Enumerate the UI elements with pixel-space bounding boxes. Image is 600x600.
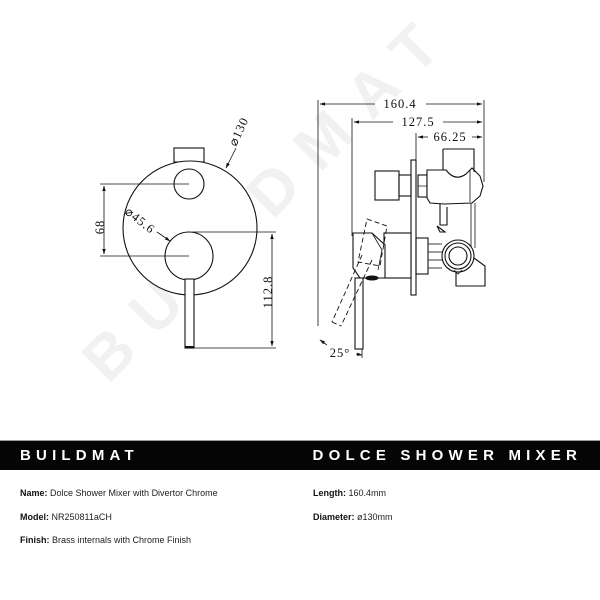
dim-outer-diameter: ⌀130 — [226, 115, 251, 148]
spec-value: Brass internals with Chrome Finish — [52, 535, 192, 545]
spec-column-right: Length: 160.4mm Diameter: ø130mm — [313, 486, 393, 533]
title-bar: BUILDMAT DOLCE SHOWER MIXER — [0, 440, 600, 470]
product-title: DOLCE SHOWER MIXER — [312, 447, 582, 464]
spec-label: Diameter: — [313, 511, 355, 522]
side-view-labels: 160.4 127.5 66.25 25° — [330, 97, 466, 360]
spec-value: Dolce Shower Mixer with Divertor Chrome — [50, 488, 218, 498]
spec-label: Model: — [20, 511, 49, 522]
dim-lever-drop: 112.8 — [261, 276, 275, 309]
mixer-cylinder — [383, 232, 412, 279]
technical-drawing: BUILDMAT — [69, 0, 486, 395]
valve-ring — [441, 239, 475, 273]
spec-value: ø130mm — [357, 511, 393, 522]
spec-value: NR250811aCH — [51, 511, 112, 522]
svg-text:BUILDMAT: BUILDMAT — [69, 0, 468, 395]
spec-label: Finish: — [20, 535, 50, 545]
spec-length: Length: 160.4mm — [313, 486, 393, 510]
front-view — [100, 147, 276, 349]
watermark: BUILDMAT — [69, 0, 468, 395]
diverter-knob-side — [374, 170, 400, 201]
spec-model: Model: NR250811aCH — [20, 510, 218, 534]
lever-rotated-outline — [331, 218, 388, 327]
diverter-stub — [173, 147, 205, 163]
mixer-hub — [352, 232, 386, 279]
spec-name: Name: Dolce Shower Mixer with Divertor C… — [20, 486, 218, 510]
spec-diameter: Diameter: ø130mm — [313, 510, 393, 534]
spec-finish: Finish: Brass internals with Chrome Fini… — [20, 533, 218, 557]
spec-label: Name: — [20, 488, 48, 498]
dim-body-length: 127.5 — [401, 115, 434, 129]
dim-lever-angle: 25° — [330, 346, 351, 360]
side-view — [317, 100, 486, 358]
upper-valve-body — [426, 167, 484, 205]
dim-knob-spacing: 68 — [93, 220, 107, 235]
dim-rear-depth: 66.25 — [433, 130, 466, 144]
dim-overall-length: 160.4 — [383, 97, 416, 111]
mixer-lever-side — [354, 277, 364, 350]
mixer-lever — [184, 278, 195, 349]
spec-value: 160.4mm — [348, 488, 387, 498]
brand-name: BUILDMAT — [20, 447, 139, 464]
wall-plate — [410, 159, 417, 296]
spec-label: Length: — [313, 488, 346, 498]
spec-column-left: Name: Dolce Shower Mixer with Divertor C… — [20, 486, 218, 557]
